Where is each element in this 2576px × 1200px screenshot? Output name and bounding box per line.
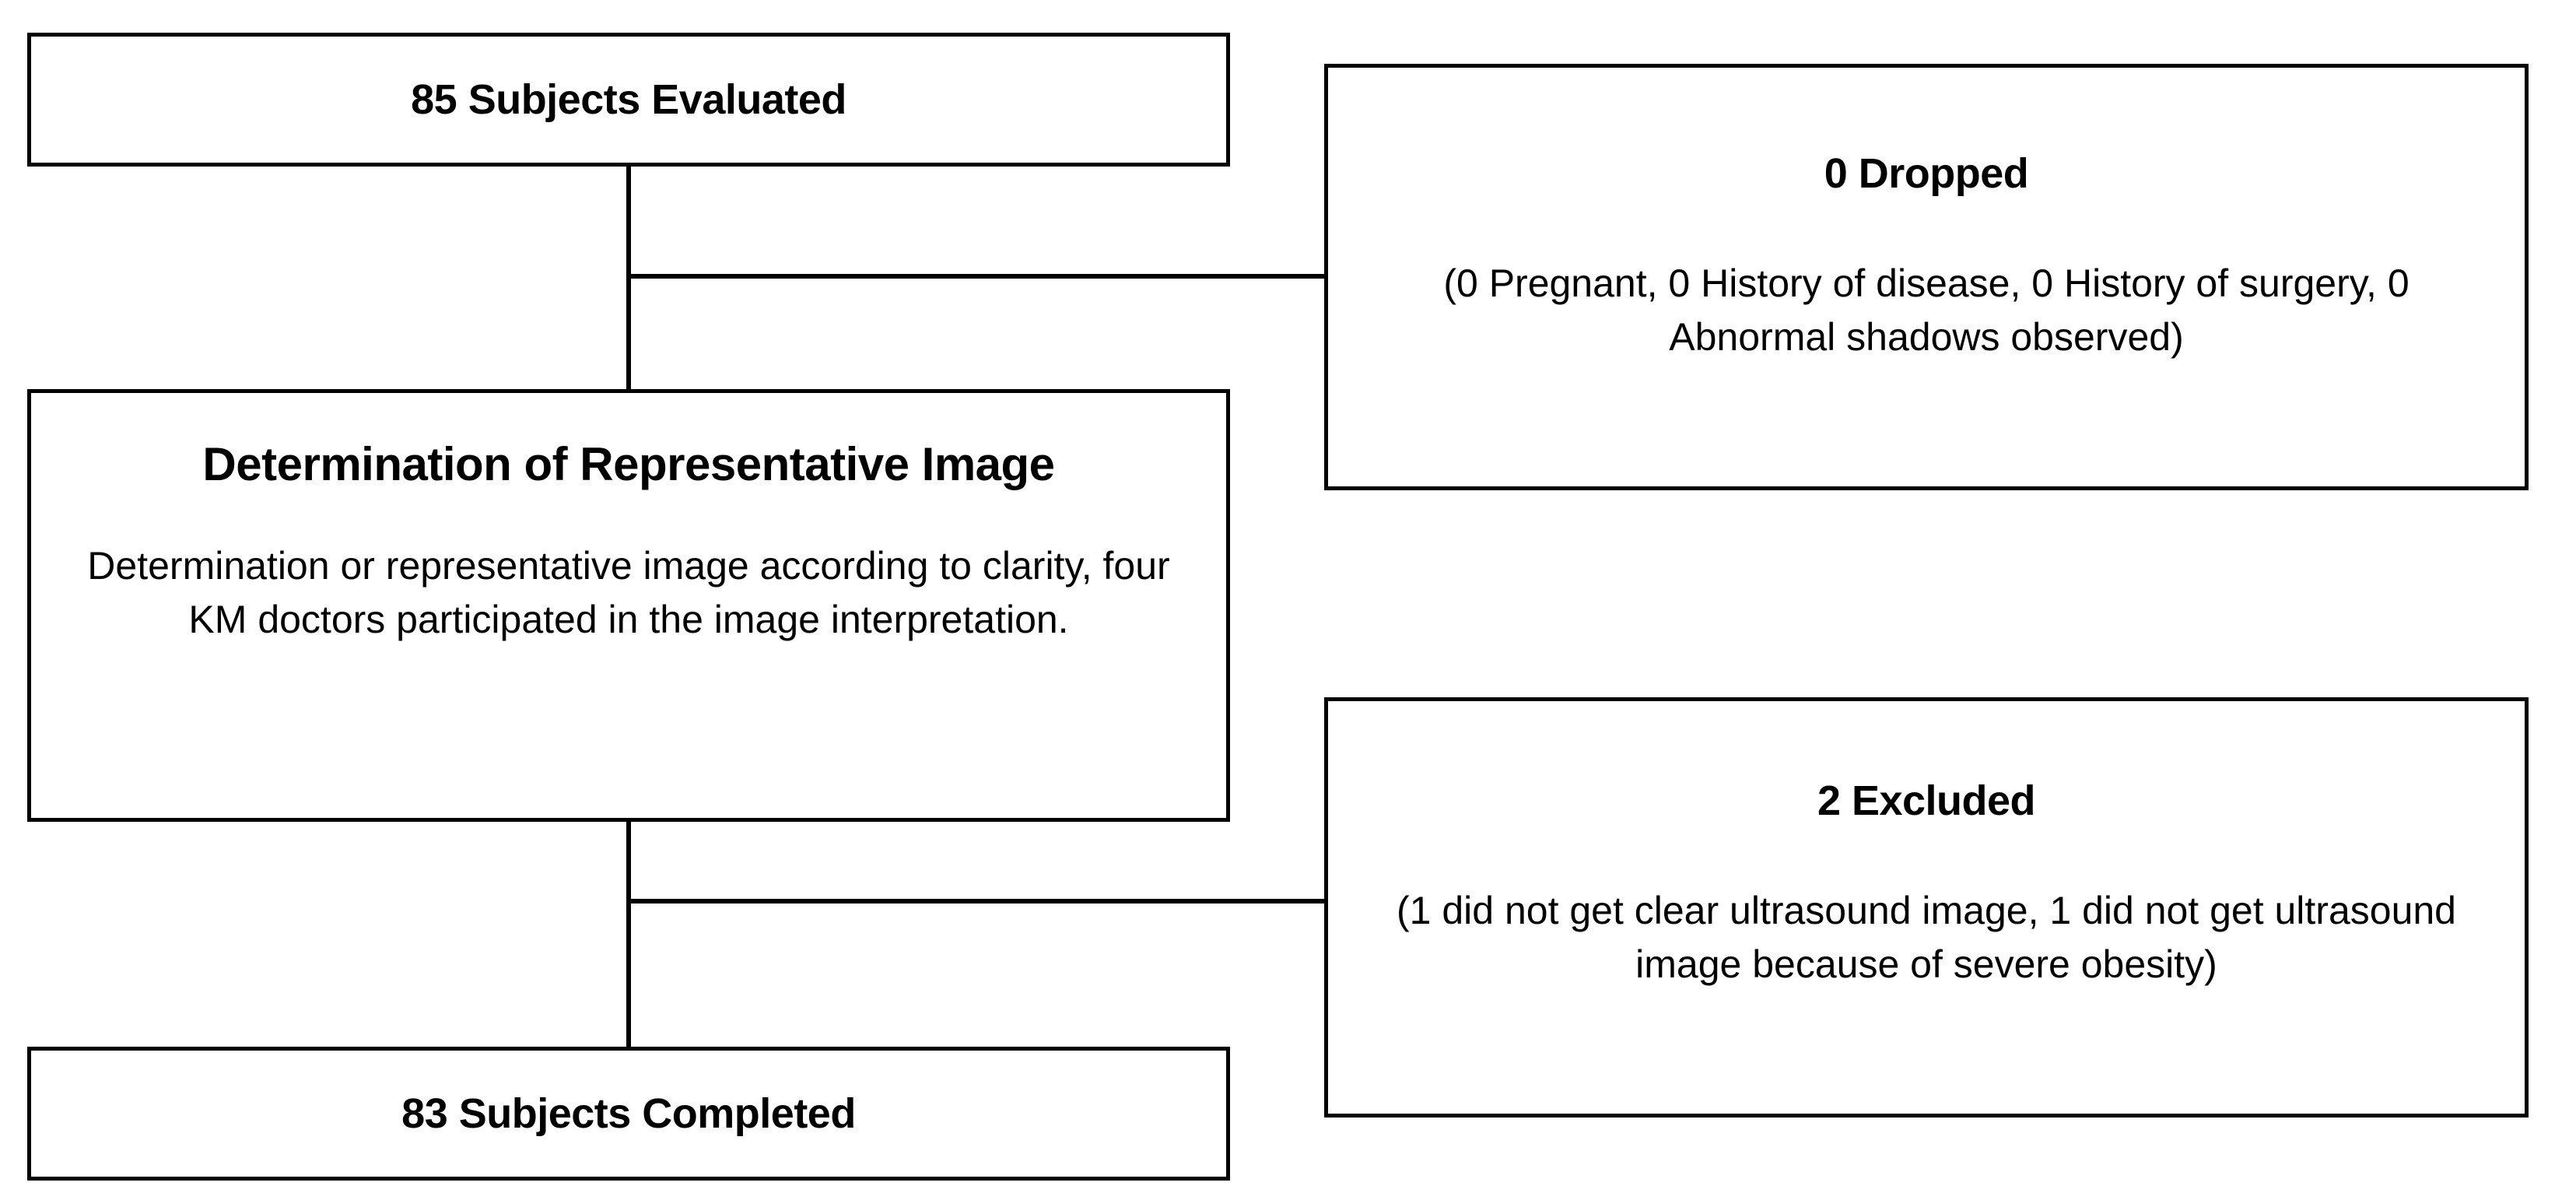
node-title-determination: Determination of Representative Image	[202, 438, 1055, 490]
node-title-dropped: 0 Dropped	[1824, 150, 2029, 197]
node-title-subjects-evaluated: 85 Subjects Evaluated	[411, 75, 846, 123]
connector-determination-to-completed	[626, 818, 631, 1051]
node-body-determination: Determination or representative image ac…	[87, 544, 1170, 641]
node-determination-of-representative-image: Determination of Representative Image De…	[27, 389, 1230, 822]
node-body-excluded: (1 did not get clear ultrasound image, 1…	[1397, 888, 2456, 986]
node-excluded: 2 Excluded (1 did not get clear ultrasou…	[1324, 697, 2529, 1118]
node-subjects-completed: 83 Subjects Completed	[27, 1047, 1230, 1181]
node-body-dropped: (0 Pregnant, 0 History of disease, 0 His…	[1443, 261, 2410, 359]
node-dropped: 0 Dropped (0 Pregnant, 0 History of dise…	[1324, 64, 2529, 490]
node-title-excluded: 2 Excluded	[1817, 777, 2036, 824]
connector-evaluated-to-dropped	[626, 274, 1327, 279]
node-title-subjects-completed: 83 Subjects Completed	[401, 1089, 856, 1137]
connector-determination-to-excluded	[626, 899, 1327, 904]
node-subjects-evaluated: 85 Subjects Evaluated	[27, 33, 1230, 167]
